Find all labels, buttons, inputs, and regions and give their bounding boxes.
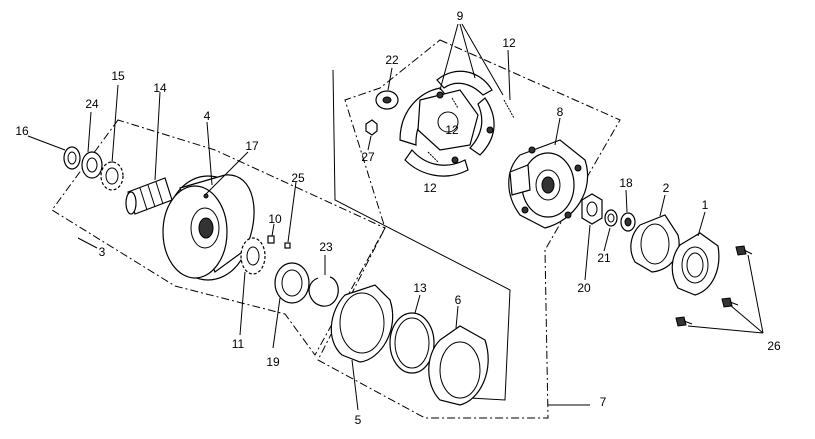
part-21-washer <box>604 209 618 227</box>
part-5-gasket <box>330 284 394 363</box>
callout-12-top: 12 <box>502 36 516 50</box>
callout-19: 19 <box>266 355 280 369</box>
part-15-lock-washer <box>100 161 124 191</box>
part-25-pin <box>284 242 291 249</box>
part-19-ring <box>274 262 310 304</box>
callout-4: 4 <box>203 109 211 123</box>
part-10-pin <box>267 235 275 244</box>
part-18-nut <box>620 212 636 232</box>
callout-25: 25 <box>291 171 305 185</box>
part-14-shaft <box>125 177 173 215</box>
callout-16: 16 <box>15 124 29 138</box>
callout-17: 17 <box>245 139 259 153</box>
part-20-nut <box>581 193 603 225</box>
callout-12-shoe: 12 <box>445 123 459 137</box>
callout-20: 20 <box>577 281 591 295</box>
part-23-snap-ring <box>308 276 339 307</box>
callout-12-bottom: 12 <box>423 181 437 195</box>
callout-10: 10 <box>268 212 282 226</box>
callout-6: 6 <box>454 293 462 307</box>
part-9-clutch-shoes <box>399 70 495 177</box>
callout-7: 7 <box>599 395 607 409</box>
part-22-washer <box>375 90 399 110</box>
part-8-clutch-hub <box>508 139 589 229</box>
callout-27: 27 <box>361 150 375 164</box>
clutch-group-outline <box>332 69 511 401</box>
part-26-bolts <box>675 245 753 327</box>
callout-8: 8 <box>556 105 564 119</box>
part-12-springs <box>427 97 515 163</box>
callout-14: 14 <box>153 81 167 95</box>
part-6-cover <box>428 325 489 406</box>
part-27-nut <box>365 119 378 136</box>
callout-2: 2 <box>662 181 670 195</box>
callout-26: 26 <box>767 339 781 353</box>
part-16-clip <box>63 146 81 170</box>
callout-15: 15 <box>111 69 125 83</box>
part-2-gasket <box>630 214 680 273</box>
part-13-o-ring <box>389 312 435 374</box>
callout-23: 23 <box>319 240 333 254</box>
part-1-cover-plate <box>671 232 720 296</box>
callout-24: 24 <box>85 97 99 111</box>
callout-3: 3 <box>98 245 106 259</box>
group-3-boundary <box>51 119 386 356</box>
callout-22: 22 <box>385 53 399 67</box>
callout-1: 1 <box>701 198 709 212</box>
callout-21: 21 <box>597 251 611 265</box>
part-4-clutch-drum <box>162 174 255 281</box>
callout-18: 18 <box>619 176 633 190</box>
leader-lines <box>27 23 764 411</box>
callout-11: 11 <box>231 337 245 351</box>
part-11-gear <box>240 237 266 275</box>
callout-9: 9 <box>456 9 464 23</box>
part-24-washer <box>81 151 103 179</box>
callout-13: 13 <box>413 281 427 295</box>
callout-5: 5 <box>354 413 362 427</box>
